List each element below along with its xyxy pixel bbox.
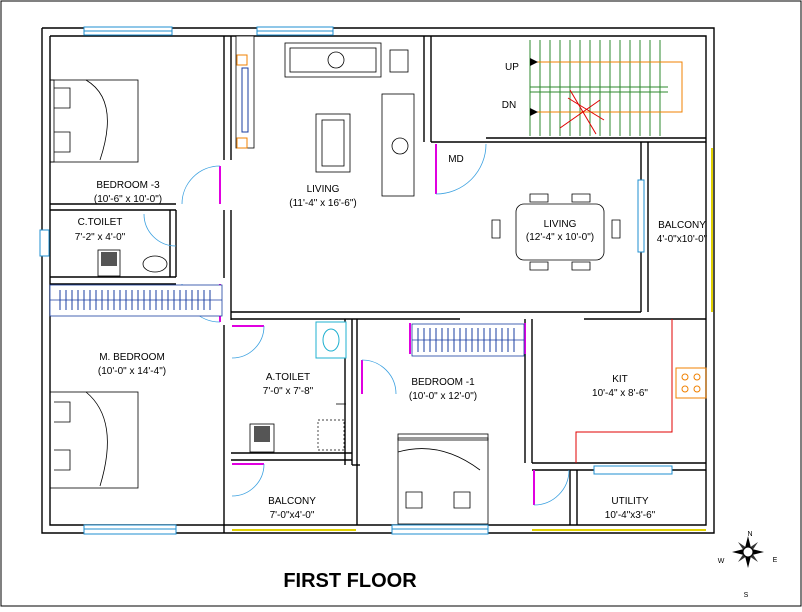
stairs: [529, 40, 683, 136]
kitchen-fixtures: [575, 319, 707, 463]
compass-rose-icon: N S E W: [718, 531, 778, 599]
balcony1-name: BALCONY: [658, 220, 706, 231]
compass-s: S: [744, 592, 749, 599]
stairs-up-label: UP: [505, 62, 519, 73]
md-label: MD: [448, 154, 464, 165]
beds: [49, 79, 489, 525]
toilet-fixtures: [97, 249, 347, 453]
mbedroom-name: M. BEDROOM: [99, 352, 165, 363]
ctoilet-size: 7'-2" x 4'-0": [75, 232, 126, 243]
utility-name: UTILITY: [611, 496, 649, 507]
atoilet-size: 7'-0" x 7'-8": [263, 386, 314, 397]
atoilet-name: A.TOILET: [266, 372, 310, 383]
windows: [39, 26, 713, 535]
bedroom1-name: BEDROOM -1: [411, 377, 475, 388]
ctoilet-name: C.TOILET: [78, 217, 123, 228]
room-labels: BEDROOM -3 (10'-6" x 10'-0") LIVING (11'…: [75, 62, 708, 521]
compass-w: W: [718, 558, 725, 565]
balcony2-size: 7'-0"x4'-0": [270, 510, 315, 521]
living1-size: (11'-4" x 16'-6"): [289, 198, 356, 209]
living-furniture: [284, 42, 621, 271]
bedroom1-size: (10'-0" x 12'-0"): [409, 391, 477, 402]
outer-walls: [41, 27, 715, 534]
stairs-down-label: DN: [502, 100, 516, 111]
living2-name: LIVING: [544, 219, 577, 230]
compass-n: N: [747, 531, 752, 538]
compass-e: E: [773, 557, 778, 564]
living1-name: LIVING: [307, 184, 340, 195]
bedroom3-size: (10'-6" x 10'-0"): [94, 194, 162, 205]
kit-name: KIT: [612, 374, 628, 385]
wardrobes: [49, 35, 525, 357]
mbedroom-size: (10'-0" x 14'-4"): [98, 366, 166, 377]
bedroom3-name: BEDROOM -3: [96, 180, 160, 191]
living2-size: (12'-4" x 10'-0"): [526, 232, 594, 243]
kit-size: 10'-4" x 8'-6": [592, 388, 648, 399]
page-title: FIRST FLOOR: [283, 570, 417, 592]
doors: [143, 143, 570, 506]
balcony1-size: 4'-0"x10'-0": [657, 234, 708, 245]
balcony2-name: BALCONY: [268, 496, 316, 507]
utility-size: 10'-4"x3'-6": [605, 510, 656, 521]
